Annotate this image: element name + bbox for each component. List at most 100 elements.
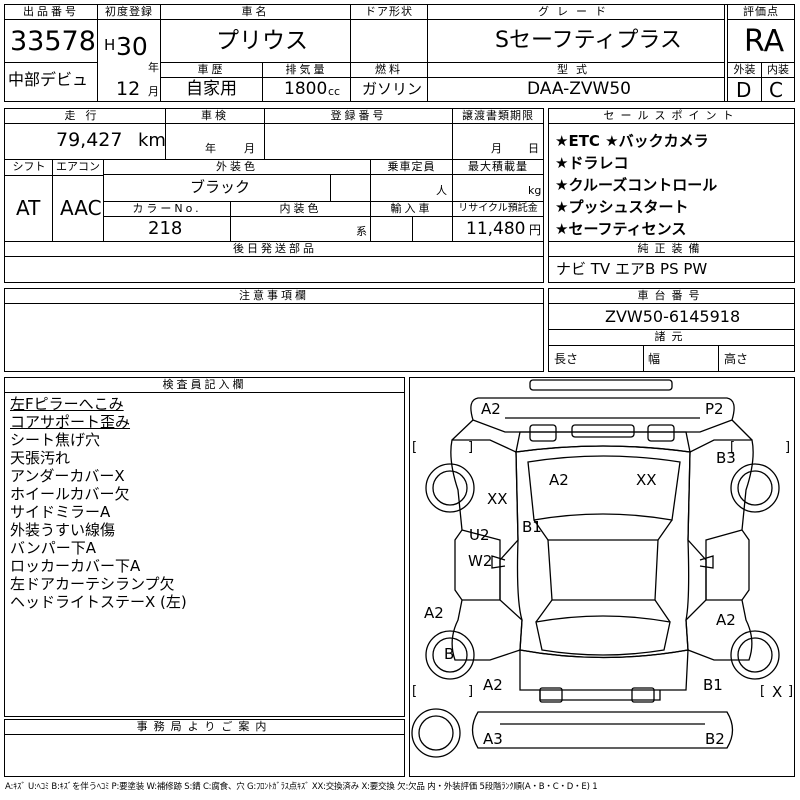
reg-year: 30 — [116, 32, 148, 61]
inspector-note: シート焦げ穴 — [10, 431, 101, 449]
bracket-glyph: [ — [760, 684, 766, 699]
vline — [103, 160, 104, 241]
car-outline — [450, 379, 754, 749]
vline — [727, 5, 728, 101]
ext-color-label: 外装色 — [216, 160, 258, 173]
vline — [52, 160, 53, 241]
displacement-value: 1800 — [284, 79, 328, 99]
inspector-note: アンダーカバーX — [10, 467, 125, 485]
car-diagram — [411, 379, 780, 758]
capacity-label: 乗車定員 — [387, 160, 436, 173]
interior-label: 内装 — [767, 63, 789, 76]
max-load-unit: kg — [528, 184, 542, 197]
bracket-glyph: [ — [412, 440, 418, 455]
damage-mark: A2 — [424, 604, 444, 622]
vline — [97, 5, 98, 101]
chassis-label: 車台番号 — [637, 289, 706, 302]
grade-label: グレード — [538, 5, 614, 18]
vline — [643, 345, 644, 371]
int-color-label: 内装色 — [279, 202, 322, 215]
color-no-value: 218 — [148, 218, 183, 239]
hline — [160, 77, 724, 78]
inspector-label: 検査員記入欄 — [162, 378, 247, 391]
hline — [549, 303, 794, 304]
inspector-note: コアサポート歪み — [10, 413, 131, 431]
exterior-value: D — [736, 78, 752, 102]
bracket-glyph: [ — [730, 440, 736, 455]
hline — [103, 216, 543, 217]
hline — [5, 19, 724, 20]
auction-site: 中部デビュ — [8, 70, 89, 89]
hline — [549, 345, 794, 346]
import-label: 輸入車 — [390, 202, 433, 215]
bracket-glyph: ] — [468, 440, 474, 455]
hline — [549, 256, 794, 257]
hline — [5, 123, 543, 124]
hline — [549, 241, 794, 242]
inspector-note: バンパー下A — [10, 539, 97, 557]
vline — [350, 62, 351, 101]
header-section — [4, 4, 795, 102]
damage-mark: W2 — [468, 552, 493, 570]
vline — [452, 109, 453, 159]
model-label: 型式 — [557, 63, 595, 76]
era-letter: H — [104, 36, 116, 54]
hline — [549, 123, 794, 124]
history-value: 自家用 — [186, 79, 237, 99]
hline — [5, 159, 543, 160]
vline — [350, 5, 351, 63]
score-label: 評価点 — [743, 5, 779, 18]
damage-mark: B3 — [716, 449, 736, 467]
vline — [264, 109, 265, 159]
mileage-label: 走行 — [64, 109, 107, 122]
score-value: RA — [744, 24, 785, 59]
transfer-label: 譲渡書類期限 — [462, 109, 534, 122]
chassis-section — [548, 288, 795, 372]
width-label: 幅 — [648, 352, 661, 366]
hline — [727, 77, 794, 78]
inspector-note: ヘッドライトステーX (左) — [10, 593, 187, 611]
inspector-note: ホイールカバー欠 — [10, 485, 130, 503]
vline — [165, 109, 166, 159]
vline — [427, 5, 428, 63]
damage-mark: XX — [487, 490, 508, 508]
sales-point-item: ★セーフティセンス — [555, 220, 687, 238]
chassis-value: ZVW50-6145918 — [605, 307, 741, 326]
bracket-glyph: [ — [412, 684, 418, 699]
sales-point-item: ★ドラレコ — [555, 154, 629, 172]
recycle-value: 11,480 — [466, 219, 526, 239]
legend: A:ｷｽﾞ U:ﾍｺﾐ B:ｷｽﾞを伴うﾍｺﾐ P:要塗装 W:補修跡 S:錆 … — [5, 782, 598, 792]
vline — [412, 216, 413, 241]
inspector-note: 外装うすい線傷 — [10, 521, 116, 539]
capacity-unit: 人 — [436, 184, 447, 197]
inspection-year-unit: 年 — [205, 142, 216, 155]
mileage-unit: km — [138, 130, 166, 151]
inspector-note: 天張汚れ — [10, 449, 71, 467]
inspection-month-unit: 月 — [244, 142, 255, 155]
bracket-glyph: ] — [468, 684, 474, 699]
transfer-day-unit: 日 — [528, 142, 539, 155]
model-value: DAA-ZVW50 — [527, 79, 632, 99]
damage-mark: X — [772, 683, 783, 701]
sales-point-item: ★クルーズコントロール — [555, 176, 718, 194]
bracket-glyph: ] — [785, 440, 791, 455]
hline — [727, 19, 794, 20]
office-label: 事務局よりご案内 — [136, 720, 273, 733]
notes-label: 注意事項欄 — [239, 289, 309, 302]
hline — [5, 303, 543, 304]
hline — [5, 392, 404, 393]
sales-points-section — [548, 108, 795, 283]
lot-label: 出品番号 — [23, 5, 79, 18]
hline — [5, 241, 543, 242]
vehicle-detail-section — [4, 108, 544, 283]
inspector-note: サイドミラーA — [10, 503, 111, 521]
damage-mark: U2 — [469, 526, 490, 544]
hline — [103, 201, 543, 202]
recycle-label: リサイクル預託金 — [458, 203, 538, 214]
vline — [330, 175, 331, 201]
car-diagram-section — [409, 377, 795, 777]
reg-month: 12 — [116, 78, 141, 100]
later-parts-label: 後日発送部品 — [233, 242, 317, 255]
vline — [718, 345, 719, 371]
damage-mark: XX — [636, 471, 657, 489]
